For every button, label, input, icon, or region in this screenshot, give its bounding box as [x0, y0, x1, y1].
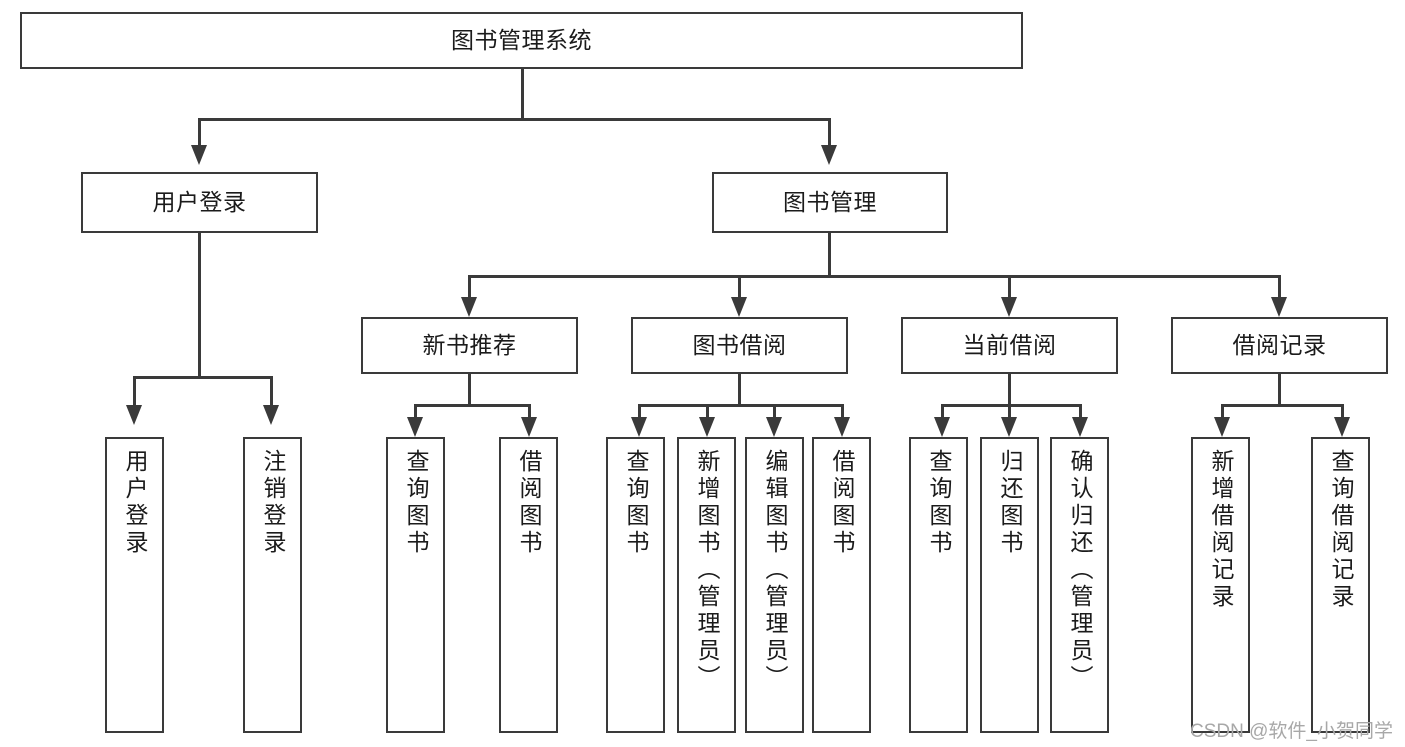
arrow-to-leaf-confirm-return [1072, 417, 1088, 437]
node-root-system[interactable]: 图书管理系统 [20, 12, 1023, 69]
connector-bookborrow-drop-4 [841, 404, 844, 418]
connector-bookmanage-drop-2 [738, 275, 741, 309]
arrow-to-book-borrow [731, 297, 747, 317]
node-label: 借阅图书 [516, 449, 542, 557]
node-label: 确认归还（管理员） [1067, 449, 1093, 692]
connector-currentborrow-drop-3 [1079, 404, 1082, 418]
leaf-add-record[interactable]: 新增借阅记录 [1191, 437, 1250, 733]
connector-bookborrow-stem [738, 374, 741, 406]
node-label: 图书管理 [783, 188, 877, 215]
connector-userlogin-drop-2 [270, 376, 273, 406]
arrow-to-leaf-borrow-book-2 [834, 417, 850, 437]
connector-userlogin-bus [133, 376, 272, 379]
leaf-logout[interactable]: 注销登录 [243, 437, 302, 733]
connector-root-bus [198, 118, 831, 121]
node-label: 借阅记录 [1232, 331, 1327, 358]
connector-borrowrecord-drop-1 [1221, 404, 1224, 418]
arrow-to-leaf-return-book [1001, 417, 1017, 437]
connector-borrowrecord-stem [1278, 374, 1281, 406]
connector-currentborrow-drop-2 [1008, 404, 1011, 418]
leaf-query-book-3[interactable]: 查询图书 [909, 437, 968, 733]
node-label: 查询借阅记录 [1328, 449, 1354, 611]
connector-bookborrow-bus [638, 404, 843, 407]
connector-newbook-stem [468, 374, 471, 406]
node-label: 查询图书 [403, 449, 429, 557]
connector-currentborrow-stem [1008, 374, 1011, 406]
connector-userlogin-stem [198, 233, 201, 378]
connector-bookborrow-drop-2 [706, 404, 709, 418]
arrow-to-leaf-query-record [1334, 417, 1350, 437]
node-label: 编辑图书（管理员） [762, 449, 788, 692]
leaf-confirm-return[interactable]: 确认归还（管理员） [1050, 437, 1109, 733]
connector-root-drop-right [828, 118, 831, 146]
arrow-to-current-borrow [1001, 297, 1017, 317]
leaf-query-book-2[interactable]: 查询图书 [606, 437, 665, 733]
connector-bookmanage-drop-4 [1278, 275, 1281, 309]
node-label: 用户登录 [122, 449, 148, 557]
node-label: 新增图书（管理员） [694, 449, 720, 692]
connector-bookmanage-stem [828, 233, 831, 277]
leaf-edit-book[interactable]: 编辑图书（管理员） [745, 437, 804, 733]
connector-root-drop-left [198, 118, 201, 146]
node-label: 新书推荐 [422, 331, 517, 358]
arrow-to-leaf-add-book [699, 417, 715, 437]
connector-newbook-bus [414, 404, 530, 407]
arrow-to-leaf-user-login [126, 405, 142, 425]
arrow-to-borrow-record [1271, 297, 1287, 317]
connector-root-stem [521, 69, 524, 120]
leaf-add-book[interactable]: 新增图书（管理员） [677, 437, 736, 733]
arrow-to-leaf-query-book-2 [631, 417, 647, 437]
node-label: 当前借阅 [962, 331, 1057, 358]
arrow-to-leaf-borrow-book-1 [521, 417, 537, 437]
node-borrow-record[interactable]: 借阅记录 [1171, 317, 1388, 374]
node-book-borrow[interactable]: 图书借阅 [631, 317, 848, 374]
connector-borrowrecord-drop-2 [1341, 404, 1344, 418]
node-label: 图书借阅 [692, 331, 787, 358]
leaf-user-login[interactable]: 用户登录 [105, 437, 164, 733]
watermark-text: CSDN @软件_小贺同学 [1190, 721, 1393, 742]
node-user-login[interactable]: 用户登录 [81, 172, 318, 233]
arrow-to-leaf-logout [263, 405, 279, 425]
connector-borrowrecord-bus [1221, 404, 1343, 407]
node-book-manage[interactable]: 图书管理 [712, 172, 948, 233]
arrow-to-new-book-rec [461, 297, 477, 317]
node-label: 注销登录 [260, 449, 286, 557]
node-label: 归还图书 [997, 449, 1023, 557]
connector-currentborrow-drop-1 [941, 404, 944, 418]
node-label: 查询图书 [623, 449, 649, 557]
node-new-book-rec[interactable]: 新书推荐 [361, 317, 578, 374]
arrow-to-leaf-add-record [1214, 417, 1230, 437]
node-label: 图书管理系统 [451, 26, 592, 53]
node-current-borrow[interactable]: 当前借阅 [901, 317, 1118, 374]
connector-userlogin-drop-1 [133, 376, 136, 406]
connector-newbook-drop-1 [414, 404, 417, 418]
node-label: 新增借阅记录 [1208, 449, 1234, 611]
leaf-return-book[interactable]: 归还图书 [980, 437, 1039, 733]
connector-bookborrow-drop-3 [773, 404, 776, 418]
connector-bookmanage-bus [468, 275, 1280, 278]
connector-currentborrow-bus [941, 404, 1082, 407]
leaf-borrow-book-2[interactable]: 借阅图书 [812, 437, 871, 733]
node-label: 用户登录 [152, 188, 247, 215]
arrow-to-leaf-query-book-3 [934, 417, 950, 437]
connector-bookmanage-drop-3 [1008, 275, 1011, 309]
arrow-to-user-login [191, 145, 207, 165]
leaf-query-record[interactable]: 查询借阅记录 [1311, 437, 1370, 733]
connector-bookmanage-drop-1 [468, 275, 471, 309]
arrow-to-book-manage [821, 145, 837, 165]
connector-newbook-drop-2 [528, 404, 531, 418]
arrow-to-leaf-query-book-1 [407, 417, 423, 437]
node-label: 查询图书 [926, 449, 952, 557]
connector-bookborrow-drop-1 [638, 404, 641, 418]
node-label: 借阅图书 [829, 449, 855, 557]
leaf-borrow-book-1[interactable]: 借阅图书 [499, 437, 558, 733]
leaf-query-book-1[interactable]: 查询图书 [386, 437, 445, 733]
arrow-to-leaf-edit-book [766, 417, 782, 437]
